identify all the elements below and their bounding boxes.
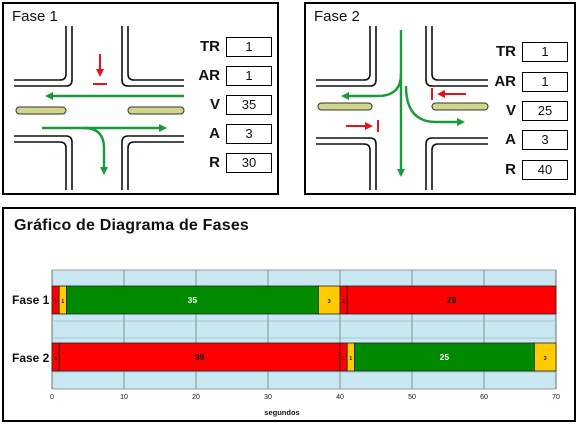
phase2-median-right bbox=[431, 102, 489, 111]
param-value: 40 bbox=[522, 160, 568, 180]
param-value: 35 bbox=[226, 95, 272, 115]
x-tick-label: 30 bbox=[264, 394, 272, 401]
param-label: A bbox=[505, 131, 516, 148]
param-value: 1 bbox=[226, 66, 272, 86]
param-label: A bbox=[209, 125, 220, 142]
param-label: TR bbox=[496, 43, 516, 60]
x-axis-label: segundos bbox=[264, 408, 300, 417]
x-tick-label: 10 bbox=[120, 394, 128, 401]
param-value: 1 bbox=[226, 37, 272, 57]
param-label: TR bbox=[200, 38, 220, 55]
param-value: 1 bbox=[522, 42, 568, 62]
phase2-road-curbs bbox=[316, 26, 488, 190]
param-value: 25 bbox=[522, 101, 568, 121]
param-label: V bbox=[209, 96, 220, 113]
param-label: AR bbox=[494, 73, 516, 90]
param-label: R bbox=[505, 161, 516, 178]
row-label-phase2: Fase 2 bbox=[12, 351, 50, 365]
phase2-title: Fase 2 bbox=[314, 8, 360, 25]
phase2-param-ar: AR 1 bbox=[472, 72, 568, 94]
phase1-param-ar: AR 1 bbox=[174, 66, 272, 88]
phase1-median-left bbox=[15, 106, 67, 115]
phase1-movement-arrows bbox=[42, 92, 184, 175]
chart-title: Gráfico de Diagrama de Fases bbox=[14, 217, 250, 234]
phase2-intersection-diagram bbox=[316, 26, 489, 190]
phase2-movement-arrows bbox=[341, 30, 465, 177]
param-label: V bbox=[505, 102, 516, 119]
phase1-title: Fase 1 bbox=[12, 8, 58, 25]
phase1-median-right bbox=[127, 106, 185, 115]
phase2-param-a: A 3 bbox=[472, 130, 568, 152]
param-value: 3 bbox=[226, 124, 272, 144]
x-tick-label: 0 bbox=[50, 394, 54, 401]
phase1-param-a: A 3 bbox=[174, 124, 272, 146]
phase-chart-panel bbox=[2, 207, 576, 422]
phase1-intersection-diagram bbox=[14, 26, 185, 190]
phase2-panel: Fase 2 bbox=[304, 2, 576, 195]
phase1-param-r: R 30 bbox=[174, 153, 272, 175]
phase2-param-v: V 25 bbox=[472, 101, 568, 123]
phase1-param-v: V 35 bbox=[174, 95, 272, 117]
x-tick-label: 20 bbox=[192, 394, 200, 401]
phase1-param-tr: TR 1 bbox=[174, 37, 272, 59]
x-tick-label: 60 bbox=[480, 394, 488, 401]
phase1-road-curbs bbox=[14, 26, 184, 190]
x-tick-label: 70 bbox=[552, 394, 560, 401]
row-label-phase1: Fase 1 bbox=[12, 293, 50, 307]
phase2-median-left bbox=[317, 102, 373, 111]
param-value: 3 bbox=[522, 130, 568, 150]
param-value: 1 bbox=[522, 72, 568, 92]
x-tick-label: 50 bbox=[408, 394, 416, 401]
param-label: AR bbox=[198, 67, 220, 84]
param-value: 30 bbox=[226, 153, 272, 173]
x-tick-label: 40 bbox=[336, 394, 344, 401]
param-label: R bbox=[209, 154, 220, 171]
phase2-param-tr: TR 1 bbox=[472, 42, 568, 64]
phase2-param-r: R 40 bbox=[472, 160, 568, 182]
phase1-panel: Fase 1 bbox=[2, 2, 279, 195]
